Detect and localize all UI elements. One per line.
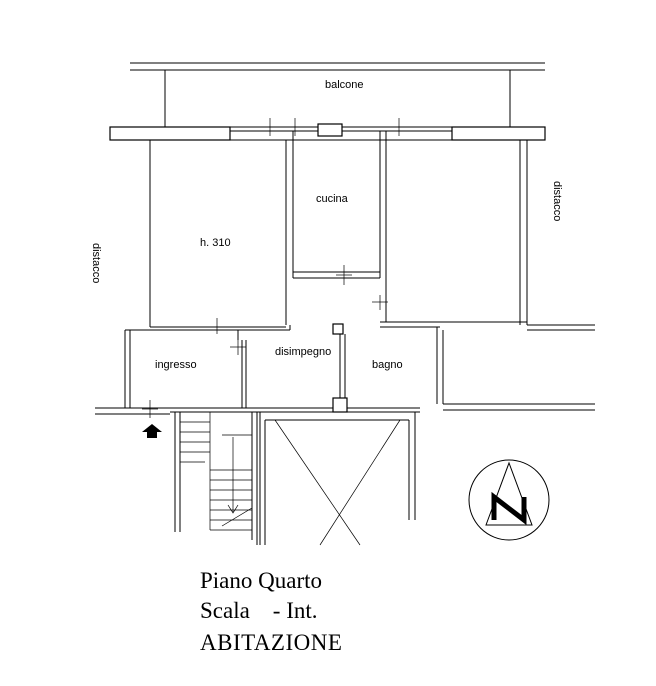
room-label-main-room: h. 310	[200, 237, 231, 249]
bottom-wall	[95, 397, 595, 418]
room-label-hallway: disimpegno	[275, 346, 331, 358]
top-wall	[109, 123, 546, 141]
room-label-balcony: balcone	[325, 79, 364, 91]
room-label-entrance: ingresso	[155, 359, 197, 371]
right-room-walls	[372, 140, 595, 331]
staircase	[174, 412, 258, 545]
gap-label-left: distacco	[90, 243, 102, 283]
kitchen-walls	[293, 131, 387, 322]
inner-partitions	[216, 318, 444, 408]
room-label-bathroom: bagno	[372, 359, 403, 371]
gap-label-right: distacco	[551, 181, 563, 221]
main-room-walls	[125, 131, 294, 331]
north-compass-icon	[468, 459, 550, 541]
balcony-outline	[130, 62, 545, 127]
entrance-walls	[124, 330, 131, 408]
plan-title-type: ABITAZIONE	[200, 630, 343, 655]
elevator-shaft	[259, 412, 416, 546]
room-label-kitchen: cucina	[316, 193, 349, 205]
plan-title-staircase: Scala - Int.	[200, 598, 318, 623]
window-markers	[262, 118, 407, 136]
plan-title-floor: Piano Quarto	[200, 568, 323, 593]
entrance-arrow-icon	[142, 424, 162, 438]
